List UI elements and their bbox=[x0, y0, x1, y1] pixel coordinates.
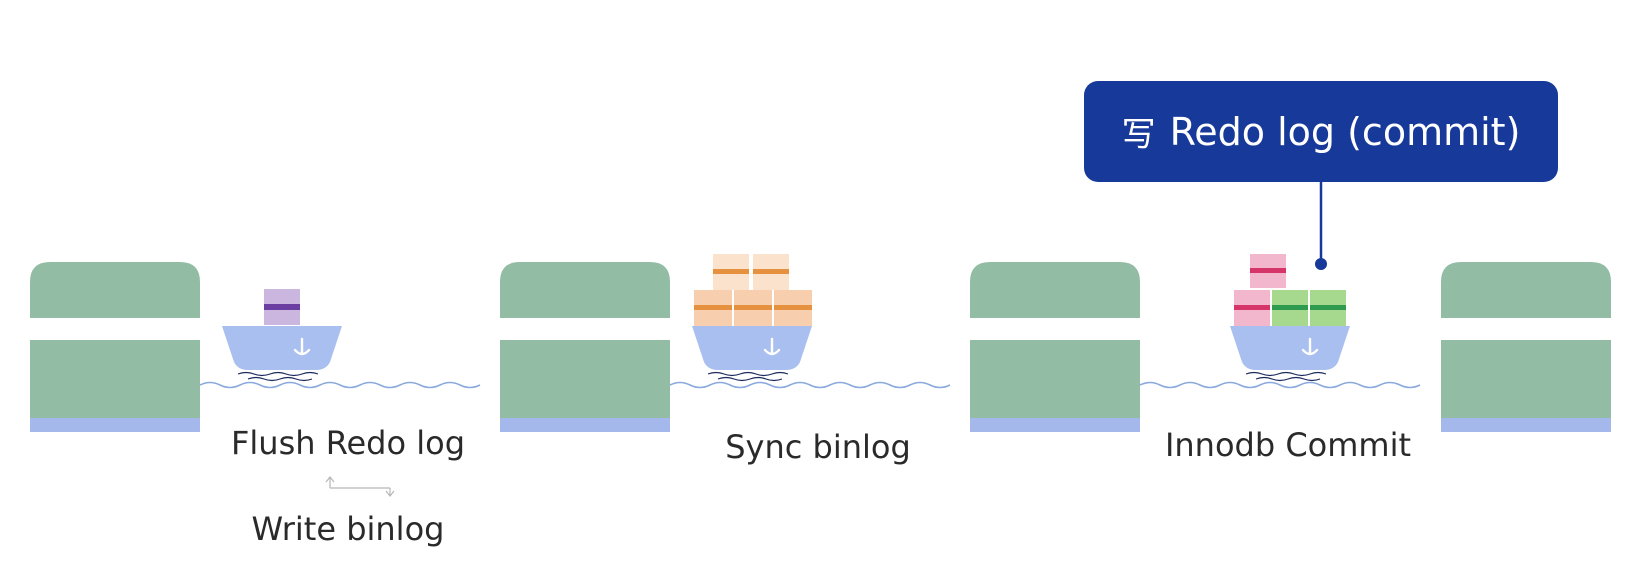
ship-2 bbox=[692, 254, 812, 382]
callout-label: Redo log (commit) bbox=[1169, 109, 1521, 154]
swap-arrows-icon bbox=[325, 476, 395, 497]
ship-3-ripples bbox=[1245, 371, 1327, 382]
wave-segment-3 bbox=[1139, 381, 1421, 389]
dock-3 bbox=[970, 262, 1140, 432]
write-glyph: 写 bbox=[1121, 115, 1156, 155]
stage-label-innodb-commit: Innodb Commit bbox=[1164, 426, 1412, 464]
redo-log-commit-callout: 写 Redo log (commit) bbox=[1084, 81, 1558, 182]
stage-label-flush-redo-log: Flush Redo log bbox=[230, 424, 466, 462]
cargo-pink-green-stack bbox=[1234, 254, 1346, 326]
ship-3-hull bbox=[1230, 326, 1350, 370]
ship-1 bbox=[222, 289, 342, 382]
stage-sublabel-write-binlog: Write binlog bbox=[251, 510, 445, 548]
anchor-icon bbox=[763, 337, 781, 356]
dock-1 bbox=[30, 262, 200, 432]
ship-1-hull bbox=[222, 326, 342, 370]
cargo-peach-stack bbox=[694, 254, 812, 326]
ship-1-ripples bbox=[237, 371, 319, 382]
cargo-lavender bbox=[264, 289, 300, 325]
dock-2 bbox=[500, 262, 670, 432]
wave-segment-2 bbox=[669, 381, 951, 389]
stage-label-sync-binlog: Sync binlog bbox=[725, 428, 911, 466]
ship-2-ripples bbox=[707, 371, 789, 382]
anchor-icon bbox=[1301, 337, 1319, 356]
ship-3 bbox=[1230, 254, 1350, 382]
wave-segment-1 bbox=[199, 381, 481, 389]
water-waves bbox=[199, 381, 1421, 389]
callout-connector bbox=[1315, 180, 1327, 270]
dock-4 bbox=[1441, 262, 1611, 432]
anchor-icon bbox=[293, 337, 311, 356]
ship-2-hull bbox=[692, 326, 812, 370]
